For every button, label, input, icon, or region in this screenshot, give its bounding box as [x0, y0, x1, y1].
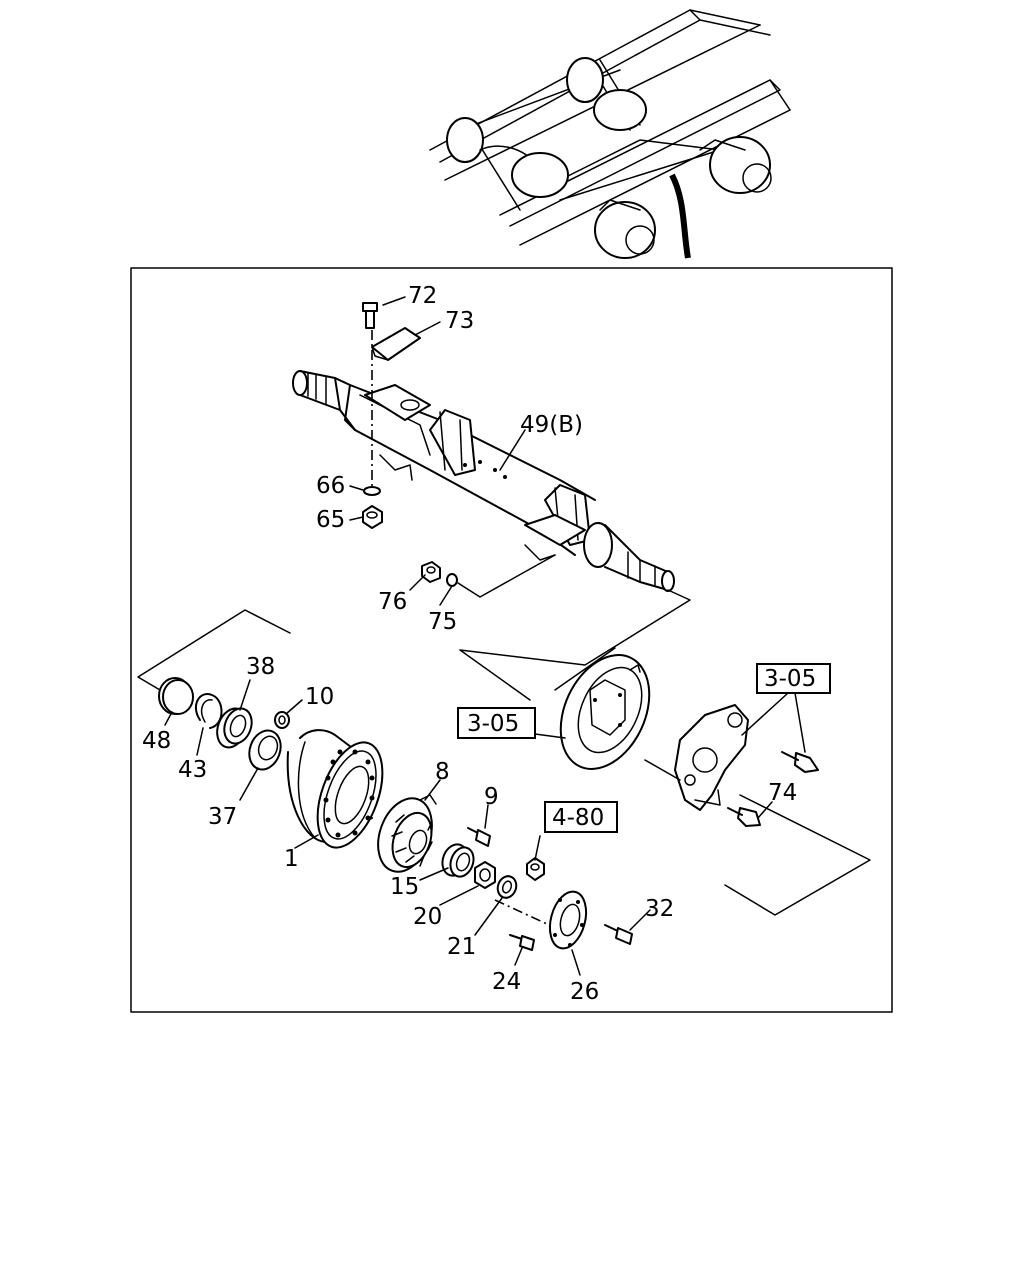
- label-75: 75: [428, 609, 457, 635]
- label-49b: 49(B): [520, 412, 583, 438]
- label-76: 76: [378, 589, 407, 615]
- label-38: 38: [246, 654, 275, 680]
- ref-box-brake-left[interactable]: 3-05: [457, 707, 536, 739]
- reference-boxes: 3-05 3-05 4-80: [457, 663, 831, 833]
- group-bracket-line: [459, 589, 691, 701]
- ref-text-brake-right: 3-05: [764, 666, 816, 692]
- axle-beam: [292, 370, 675, 592]
- u-bolt-group: [362, 302, 421, 529]
- snap-ring: [194, 693, 223, 729]
- label-66: 66: [316, 473, 345, 499]
- label-65: 65: [316, 507, 345, 533]
- label-24: 24: [492, 969, 521, 995]
- label-37: 37: [208, 804, 237, 830]
- chassis-overview: [429, 9, 791, 259]
- ref-text-brake-left: 3-05: [467, 711, 519, 737]
- lock-nut: [526, 857, 545, 881]
- link-line: [644, 759, 681, 781]
- brake-spider: [674, 704, 819, 827]
- nut-10: [274, 711, 290, 729]
- label-1: 1: [284, 846, 299, 872]
- hub-cover: [548, 890, 588, 950]
- part-labels: 72 73 49(B) 66 65 76 75 38 10 48 43 37 8…: [142, 283, 797, 1005]
- bolt-24: [509, 934, 535, 951]
- label-15: 15: [390, 874, 419, 900]
- detail-frame: [130, 267, 893, 1013]
- label-26: 26: [570, 979, 599, 1005]
- label-10: 10: [305, 684, 334, 710]
- axis-line: [494, 899, 561, 931]
- nut-20: [474, 861, 496, 889]
- hub-cap: [158, 677, 194, 715]
- hub-stud: [467, 827, 491, 847]
- nut-and-washer-76-75: [421, 554, 556, 598]
- label-48: 48: [142, 728, 171, 754]
- lock-washer-21: [496, 875, 518, 899]
- label-8: 8: [435, 759, 450, 785]
- ref-text-lock-nut: 4-80: [552, 805, 604, 831]
- bearing-38: [216, 707, 253, 749]
- ref-box-brake-right[interactable]: 3-05: [756, 663, 831, 694]
- label-20: 20: [413, 904, 442, 930]
- bearing-15: [441, 843, 475, 878]
- label-32: 32: [645, 896, 674, 922]
- left-group-bracket: [137, 609, 291, 691]
- label-43: 43: [178, 757, 207, 783]
- label-9: 9: [484, 784, 499, 810]
- brake-drum: [286, 729, 384, 849]
- bolt-32: [604, 924, 633, 945]
- ref-box-lock-nut[interactable]: 4-80: [544, 801, 618, 833]
- label-72: 72: [408, 283, 437, 309]
- bearing-37: [248, 729, 282, 771]
- leader-lines: [164, 296, 806, 976]
- label-74: 74: [768, 780, 797, 806]
- label-73: 73: [445, 308, 474, 334]
- wheel-hub: [377, 794, 437, 873]
- label-21: 21: [447, 934, 476, 960]
- right-group-bracket: [724, 794, 871, 916]
- brake-backing-plate: [559, 654, 651, 770]
